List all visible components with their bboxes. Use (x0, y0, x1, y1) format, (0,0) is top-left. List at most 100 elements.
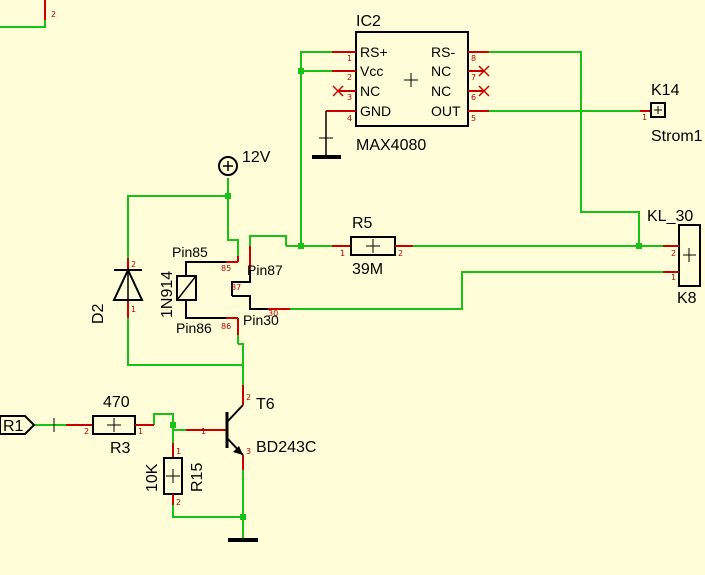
wire-rsminus (489, 51, 640, 246)
transistor-collector (226, 404, 244, 423)
wire-pin30-kl30 (290, 271, 663, 310)
pin-number: 85 (221, 264, 231, 273)
ic2-pin-num: 7 (471, 73, 476, 82)
ic2-pin-num: 2 (347, 73, 352, 82)
pin-number: 2 (246, 393, 251, 402)
k14-connector[interactable]: K14 1 Strom1 (640, 82, 703, 145)
ic2-part: MAX4080 (356, 137, 426, 154)
pin-number: 1 (642, 113, 647, 122)
d2-part: 1N914 (159, 271, 176, 318)
relay-contact (232, 295, 268, 310)
k14-label: Strom1 (651, 128, 703, 145)
pin-number: 1 (131, 305, 136, 314)
kl30-part: K8 (677, 290, 697, 307)
pin-number: 2 (51, 10, 56, 19)
pin-number: 2 (398, 249, 403, 258)
ic2-body (355, 31, 469, 127)
r3-resistor[interactable]: 470 2 1 R3 (66, 394, 154, 457)
supply-plus-icon (218, 156, 238, 176)
d2-ref: D2 (90, 303, 107, 324)
kl30-connector[interactable]: KL_30 2 1 K8 (647, 208, 701, 307)
wire-86-collector (238, 343, 244, 385)
pin-number: 2 (671, 249, 676, 258)
port-arrow-icon (0, 415, 36, 435)
pin-number: 1 (671, 273, 676, 282)
diode-triangle (112, 267, 144, 301)
d2-diode[interactable]: 2 1 D2 1N914 (90, 258, 176, 324)
r5-resistor[interactable]: R5 1 2 39M (332, 215, 413, 278)
pin-number: 30 (268, 309, 278, 318)
relay-contact (231, 270, 251, 296)
ic2-ref: IC2 (356, 13, 381, 30)
ic2-pin-num: 3 (347, 93, 352, 102)
r5-value: 39M (352, 261, 383, 278)
ic2-pin-num: 5 (471, 114, 476, 123)
ground-icon (312, 110, 341, 159)
relay-pin87-label: Pin87 (247, 262, 283, 278)
t6-part: BD243C (256, 439, 316, 456)
ic2-pin-num: 1 (347, 54, 352, 63)
coil-lead-bottom (185, 300, 226, 319)
wires (0, 0, 663, 538)
pin-number: 1 (201, 427, 206, 436)
t6-transistor[interactable]: 1 2 3 T6 BD243C (186, 385, 316, 470)
wire-top-left (0, 0, 46, 28)
junction-dot (298, 243, 304, 249)
k14-box (650, 102, 666, 118)
nc-cross-icon (332, 85, 344, 97)
nc-cross-icon (478, 65, 490, 77)
relay-pin86-label: Pin86 (176, 320, 212, 336)
ic2-pin-num: 4 (347, 114, 352, 123)
ic2-pin-name: NC (431, 63, 451, 79)
ic2-pin-name: NC (360, 83, 380, 99)
kl30-body (678, 224, 701, 287)
ic2-pin-name: GND (360, 103, 391, 119)
pin-number: 2 (176, 498, 181, 507)
relay-pin85-label: Pin85 (172, 244, 208, 260)
r15-ref: R15 (189, 463, 206, 492)
r15-value: 10K (144, 463, 161, 492)
wire-d2-bottom (127, 318, 243, 366)
r3-value: 470 (103, 394, 130, 411)
top-left-part: 2 (44, 0, 56, 20)
junction-dot (240, 514, 246, 520)
ic2-pin-name: OUT (431, 103, 461, 119)
wire-r3-base (153, 413, 186, 431)
coil-lead-top (185, 261, 226, 276)
ic2-pin-num: 8 (471, 54, 476, 63)
ic2-pin-name: RS+ (360, 44, 388, 60)
ic2-component[interactable]: IC2 1 2 3 4 RS+ Vcc NC GND 8 7 6 5 RS- N… (332, 13, 490, 154)
wire-12v-d2-85 (127, 195, 239, 258)
r3-ref: R3 (110, 440, 131, 457)
ic2-pin-name: NC (431, 83, 451, 99)
wire-r15-gnd (172, 505, 243, 518)
ic2-pin-name: Vcc (360, 63, 383, 79)
pin-number: 86 (221, 322, 231, 331)
relay-pin30-label: Pin30 (243, 312, 279, 328)
r15-resistor[interactable]: 1 2 10K R15 (144, 443, 206, 507)
supply-label: 12V (242, 149, 271, 166)
pin-number: 1 (340, 249, 345, 258)
k14-ref: K14 (651, 82, 680, 99)
kl30-ref: KL_30 (647, 208, 693, 225)
junctions (170, 68, 642, 520)
t6-ref: T6 (256, 396, 275, 413)
ic2-pin-num: 6 (471, 93, 476, 102)
wire-rsplus-vcc (300, 51, 332, 72)
relay-component[interactable]: 85 86 87 30 Pin85 Pin86 Pin87 Pin30 (172, 244, 290, 336)
port-label: R1 (3, 418, 24, 435)
junction-dot (298, 68, 304, 74)
supply-12v: 12V (218, 149, 271, 176)
pin-number: 3 (246, 447, 251, 456)
pin-number: 2 (84, 427, 89, 436)
pin-number: 2 (131, 260, 136, 269)
junction-dot (636, 243, 642, 249)
pin-number: 1 (138, 427, 143, 436)
wire-pin87 (249, 235, 287, 246)
junction-dot (225, 193, 231, 199)
port-r1[interactable]: R1 (0, 415, 55, 435)
ic2-pin-name: RS- (431, 44, 455, 60)
r5-ref: R5 (352, 215, 373, 232)
